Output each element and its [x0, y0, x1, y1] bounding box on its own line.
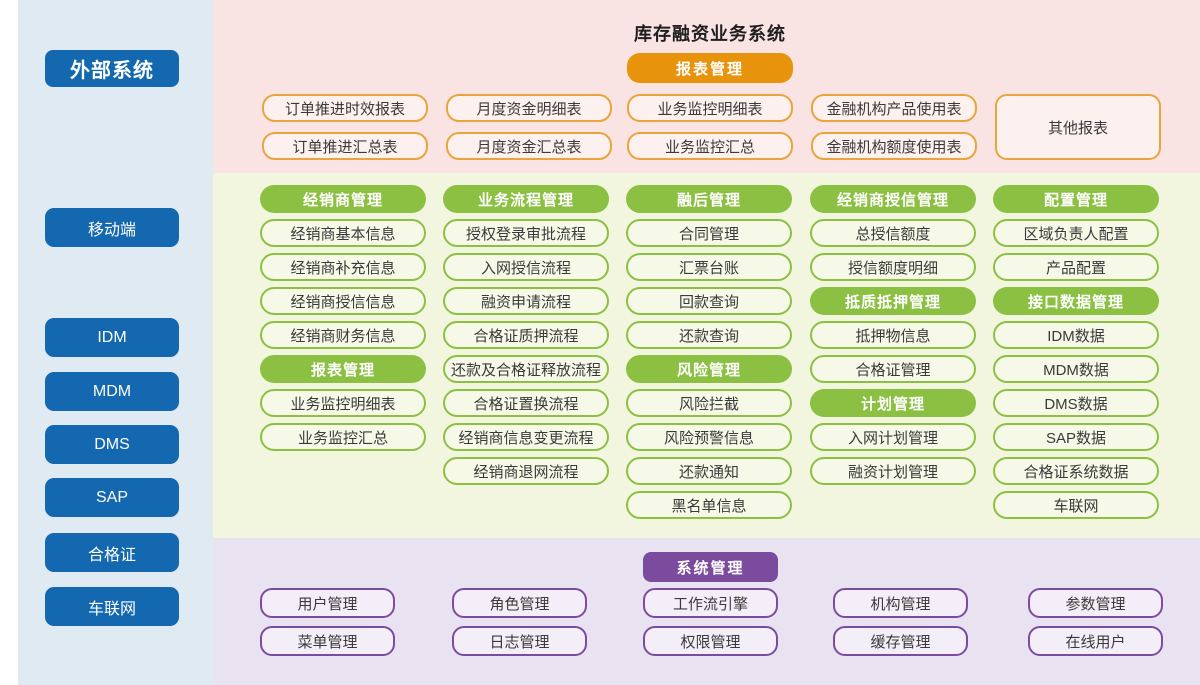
report-box: 月度资金明细表	[446, 94, 612, 122]
module-box: 经销商退网流程	[443, 457, 609, 485]
sidebar-item-sap: SAP	[45, 478, 179, 517]
module-box: 总授信额度	[810, 219, 976, 247]
group-header: 报表管理	[260, 355, 426, 383]
module-box: 车联网	[993, 491, 1159, 519]
module-box: 合格证系统数据	[993, 457, 1159, 485]
group-header: 融后管理	[626, 185, 792, 213]
module-box: 还款查询	[626, 321, 792, 349]
module-box: 经销商财务信息	[260, 321, 426, 349]
group-header: 计划管理	[810, 389, 976, 417]
system-box: 在线用户	[1028, 626, 1163, 656]
business-column-credit: 经销商授信管理 总授信额度 授信额度明细 抵质抵押管理 抵押物信息 合格证管理 …	[810, 185, 976, 485]
system-box: 权限管理	[643, 626, 778, 656]
module-box: 还款通知	[626, 457, 792, 485]
module-box: 经销商信息变更流程	[443, 423, 609, 451]
module-box: DMS数据	[993, 389, 1159, 417]
module-box: 授权登录审批流程	[443, 219, 609, 247]
module-box: 抵押物信息	[810, 321, 976, 349]
module-box: MDM数据	[993, 355, 1159, 383]
group-header: 经销商管理	[260, 185, 426, 213]
group-header: 风险管理	[626, 355, 792, 383]
business-column-postloan: 融后管理 合同管理 汇票台账 回款查询 还款查询 风险管理 风险拦截 风险预警信…	[626, 185, 792, 519]
module-box: 合格证置换流程	[443, 389, 609, 417]
sidebar-item-idm: IDM	[45, 318, 179, 357]
system-box: 用户管理	[260, 588, 395, 618]
module-box: 业务监控明细表	[260, 389, 426, 417]
system-box: 工作流引擎	[643, 588, 778, 618]
module-box: 风险预警信息	[626, 423, 792, 451]
module-box: 经销商基本信息	[260, 219, 426, 247]
group-header: 经销商授信管理	[810, 185, 976, 213]
business-column-dealer: 经销商管理 经销商基本信息 经销商补充信息 经销商授信信息 经销商财务信息 报表…	[260, 185, 426, 451]
module-box: 合格证管理	[810, 355, 976, 383]
module-box: 汇票台账	[626, 253, 792, 281]
report-box: 月度资金汇总表	[446, 132, 612, 160]
business-band: 经销商管理 经销商基本信息 经销商补充信息 经销商授信信息 经销商财务信息 报表…	[213, 173, 1200, 538]
group-header: 接口数据管理	[993, 287, 1159, 315]
system-band: 系统管理 用户管理 菜单管理 角色管理 日志管理 工作流引擎 权限管理 机构管理…	[213, 538, 1200, 685]
sidebar-item-certificate: 合格证	[45, 533, 179, 572]
sidebar-item-dms: DMS	[45, 425, 179, 464]
group-header: 业务流程管理	[443, 185, 609, 213]
system-box: 参数管理	[1028, 588, 1163, 618]
report-box: 订单推进时效报表	[262, 94, 428, 122]
report-box: 订单推进汇总表	[262, 132, 428, 160]
report-box: 业务监控汇总	[627, 132, 793, 160]
system-box: 机构管理	[833, 588, 968, 618]
module-box: IDM数据	[993, 321, 1159, 349]
reports-band: 库存融资业务系统 报表管理 订单推进时效报表 月度资金明细表 业务监控明细表 金…	[213, 0, 1200, 173]
sidebar-item-telematics: 车联网	[45, 587, 179, 626]
module-box: 风险拦截	[626, 389, 792, 417]
system-box: 日志管理	[452, 626, 587, 656]
module-box: 融资申请流程	[443, 287, 609, 315]
sidebar-item-mdm: MDM	[45, 372, 179, 411]
reports-header: 报表管理	[627, 53, 793, 83]
module-box: 黑名单信息	[626, 491, 792, 519]
report-box: 金融机构额度使用表	[811, 132, 977, 160]
report-box: 业务监控明细表	[627, 94, 793, 122]
module-box: 合同管理	[626, 219, 792, 247]
external-systems-title: 外部系统	[45, 50, 179, 87]
module-box: 入网计划管理	[810, 423, 976, 451]
report-box-other: 其他报表	[995, 94, 1161, 160]
module-box: 产品配置	[993, 253, 1159, 281]
module-box: 合格证质押流程	[443, 321, 609, 349]
report-box: 金融机构产品使用表	[811, 94, 977, 122]
system-box: 缓存管理	[833, 626, 968, 656]
external-systems-panel: 外部系统 移动端 IDM MDM DMS SAP 合格证 车联网	[18, 0, 213, 685]
group-header: 抵质抵押管理	[810, 287, 976, 315]
system-box: 角色管理	[452, 588, 587, 618]
module-box: 经销商补充信息	[260, 253, 426, 281]
module-box: 融资计划管理	[810, 457, 976, 485]
module-box: 经销商授信信息	[260, 287, 426, 315]
group-header: 配置管理	[993, 185, 1159, 213]
page-title: 库存融资业务系统	[634, 24, 786, 44]
sidebar-item-mobile: 移动端	[45, 208, 179, 247]
module-box: 入网授信流程	[443, 253, 609, 281]
module-box: 回款查询	[626, 287, 792, 315]
module-box: 还款及合格证释放流程	[443, 355, 609, 383]
module-box: 区域负责人配置	[993, 219, 1159, 247]
business-column-process: 业务流程管理 授权登录审批流程 入网授信流程 融资申请流程 合格证质押流程 还款…	[443, 185, 609, 485]
module-box: 业务监控汇总	[260, 423, 426, 451]
module-box: 授信额度明细	[810, 253, 976, 281]
business-column-config: 配置管理 区域负责人配置 产品配置 接口数据管理 IDM数据 MDM数据 DMS…	[993, 185, 1159, 519]
system-box: 菜单管理	[260, 626, 395, 656]
module-box: SAP数据	[993, 423, 1159, 451]
system-header: 系统管理	[643, 552, 778, 582]
